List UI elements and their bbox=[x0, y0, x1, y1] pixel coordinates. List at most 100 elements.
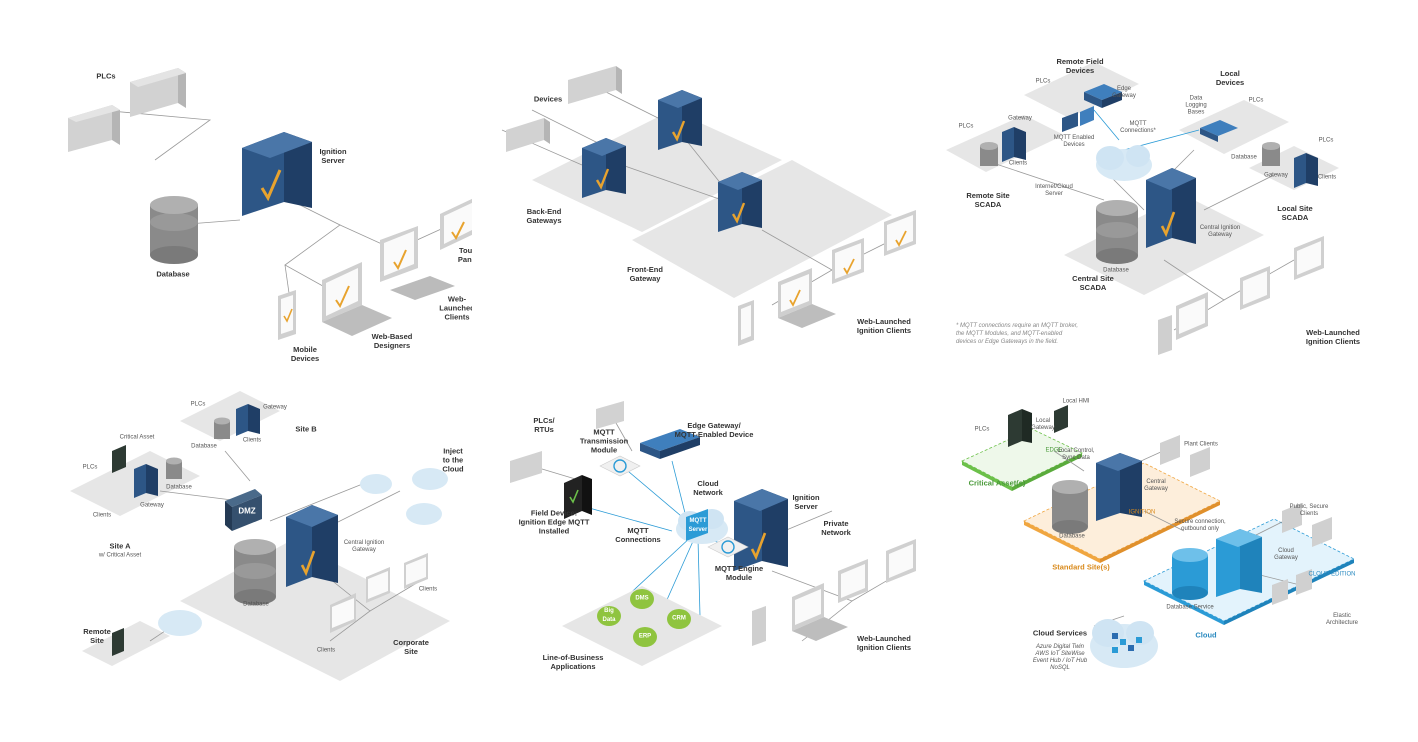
central-gateway-server bbox=[1096, 453, 1142, 521]
public-client-monitor-1 bbox=[1282, 503, 1302, 533]
label-erp: ERP bbox=[638, 633, 652, 640]
ignition-database bbox=[1052, 480, 1088, 534]
label-database-c: Database bbox=[243, 601, 269, 608]
remote-site-device bbox=[112, 628, 124, 656]
label-local-hmi: Local HMI bbox=[1062, 398, 1090, 405]
label-clients-b: Clients bbox=[1317, 174, 1337, 181]
central-client-monitor-2 bbox=[1240, 266, 1270, 310]
central-ignition-server bbox=[286, 505, 338, 587]
label-mqtt-transmission-module: MQTT Transmission Module bbox=[579, 427, 629, 455]
remote-site-database bbox=[980, 142, 998, 166]
central-client-mobile bbox=[1158, 315, 1172, 355]
back-end-gateway-2 bbox=[658, 90, 702, 150]
label-mqtt-enabled-devices: MQTT Enabled Devices bbox=[1053, 135, 1095, 148]
device-rack-2 bbox=[568, 66, 622, 104]
corporate-client-laptop bbox=[330, 593, 356, 633]
label-private-network: Private Network bbox=[821, 519, 851, 537]
label-clients-d: Clients bbox=[316, 647, 336, 654]
panel-hub-and-spoke-architecture: Remote Field Devices Local Devices PLCs … bbox=[944, 0, 1416, 371]
label-database: Database bbox=[1059, 533, 1085, 540]
front-end-gateway bbox=[718, 172, 762, 232]
label-clients-b: Clients bbox=[92, 512, 112, 519]
plc-rack-2 bbox=[596, 401, 624, 429]
panel-5-graphics bbox=[510, 401, 916, 666]
label-cloud-gateway: Cloud Gateway bbox=[1274, 548, 1298, 561]
label-mqtt-server: MQTT Server bbox=[688, 518, 708, 533]
label-plcs-a: PLCs bbox=[1035, 78, 1051, 85]
edge-gateway-device bbox=[640, 429, 700, 459]
label-gateway-b: Gateway bbox=[1264, 172, 1288, 179]
lob-app-big-data bbox=[597, 606, 621, 626]
database-cylinder bbox=[150, 196, 198, 264]
site-a-database bbox=[166, 457, 182, 479]
cloud-provider-2 bbox=[412, 468, 448, 490]
cloud-provider-3 bbox=[406, 503, 442, 525]
edge-gateway-device bbox=[1084, 84, 1122, 108]
label-front-end-gateway: Front-End Gateway bbox=[627, 265, 663, 283]
footnote-mqtt: * MQTT connections require an MQTT broke… bbox=[956, 323, 1079, 345]
mqtt-enabled-devices bbox=[1062, 106, 1094, 132]
lob-app-crm bbox=[667, 609, 691, 629]
cloud-gateway-server bbox=[1216, 529, 1262, 597]
label-internet-cloud-server: Internet/Cloud Server bbox=[1035, 184, 1073, 197]
client-monitor-2 bbox=[832, 238, 864, 284]
panel-6-graphics bbox=[961, 405, 1355, 668]
mqtt-server bbox=[686, 509, 708, 541]
client-laptop bbox=[778, 268, 836, 328]
label-local-gateway: Local Gateway bbox=[1031, 418, 1055, 431]
panel-multi-site-architecture: PLCs Gateway Database Clients Site B Cri… bbox=[0, 371, 472, 742]
cloud-provider-1 bbox=[360, 474, 392, 494]
label-plcs-c: PLCs bbox=[1248, 97, 1264, 104]
elastic-client-monitor-2 bbox=[1296, 569, 1312, 595]
client-monitor-2 bbox=[838, 559, 868, 603]
local-site-gateway bbox=[1294, 153, 1318, 188]
label-secure-connection: Secure connection, outbound only bbox=[1174, 519, 1226, 532]
label-central-ignition-gateway: Central Ignition Gateway bbox=[1199, 225, 1241, 238]
site-b-database bbox=[214, 417, 230, 439]
client-mobile bbox=[752, 606, 766, 646]
label-web-launched-clients: Web-Launched Clients bbox=[439, 294, 472, 322]
label-database-service: Database Service bbox=[1166, 604, 1214, 611]
label-elastic-architecture: Elastic Architecture bbox=[1325, 613, 1359, 626]
field-device-edge bbox=[564, 475, 592, 519]
label-plcs-b: PLCs bbox=[958, 123, 974, 130]
panel-cloud-architecture: Local HMI PLCs Local Gateway EDGE Plant … bbox=[944, 371, 1416, 742]
local-site-database bbox=[1262, 142, 1280, 166]
local-gateway-device bbox=[1008, 409, 1032, 447]
label-remote-site-scada: Remote Site SCADA bbox=[966, 191, 1010, 209]
plant-client-monitor-2 bbox=[1190, 447, 1210, 477]
ignition-server bbox=[242, 132, 312, 216]
central-site-database bbox=[1096, 200, 1138, 264]
label-devices: Devices bbox=[533, 94, 563, 104]
label-gateway-a: Gateway bbox=[1008, 115, 1032, 122]
central-ignition-server bbox=[1146, 168, 1196, 248]
label-cloud-services-list: Azure Digital Twin AWS IoT SiteWise Even… bbox=[1032, 644, 1088, 671]
plc-rack-1 bbox=[68, 105, 120, 152]
label-clients-a: Clients bbox=[242, 437, 262, 444]
label-local-control: Local Control, Sync Data bbox=[1057, 448, 1095, 461]
database-service-cylinder bbox=[1172, 548, 1208, 600]
label-critical-assets: Critical Asset(s) bbox=[968, 478, 1026, 488]
label-database-b: Database bbox=[166, 484, 192, 491]
label-site-a: Site A bbox=[109, 541, 131, 551]
cloud-services-cloud bbox=[1090, 619, 1158, 668]
label-site-b: Site B bbox=[295, 424, 317, 434]
dmz-firewall bbox=[225, 489, 262, 531]
local-hmi-device bbox=[1054, 405, 1068, 433]
label-plant-clients: Plant Clients bbox=[1184, 441, 1218, 448]
label-web-launched-ignition-clients: Web-Launched Ignition Clients bbox=[856, 317, 912, 335]
label-touch-panels: Touch Panels bbox=[457, 246, 472, 264]
site-b-gateway bbox=[236, 404, 260, 436]
critical-asset-device bbox=[112, 445, 126, 473]
central-client-laptop bbox=[1176, 292, 1208, 340]
data-logging-base-device bbox=[1200, 120, 1238, 142]
label-edge: EDGE bbox=[1045, 447, 1063, 454]
label-database-a: Database bbox=[191, 443, 217, 450]
client-monitor-1 bbox=[886, 539, 916, 583]
label-inject-to-cloud: Inject to the Cloud bbox=[442, 446, 464, 474]
back-end-gateway-1 bbox=[582, 138, 626, 198]
label-cloud-services: Cloud Services bbox=[1032, 628, 1088, 638]
label-remote-field-devices: Remote Field Devices bbox=[1056, 57, 1104, 75]
designer-laptop bbox=[322, 262, 392, 336]
label-mqtt-connections: MQTT Connections* bbox=[1120, 121, 1156, 134]
